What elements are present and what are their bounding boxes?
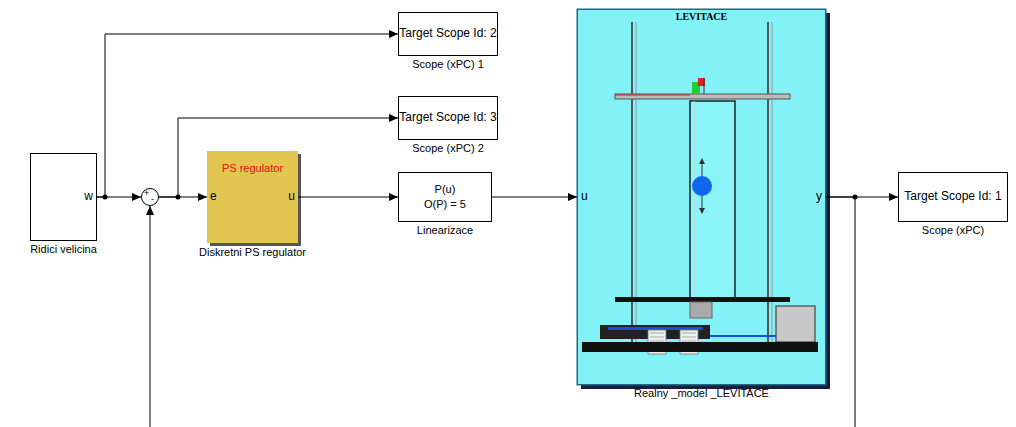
block-label: O(P) = 5: [424, 198, 466, 211]
block-label: Scope (xPC) 2: [412, 142, 484, 155]
block-label: Realny _model _LEVITACE: [634, 387, 769, 400]
block-label: Ridici velicina: [30, 243, 97, 256]
block-text: +: [144, 189, 149, 198]
signal-line: [159, 197, 207, 198]
scope-block: Target Scope Id: 1Scope (xPC): [898, 172, 1008, 222]
source-block: wRidici velicina: [30, 153, 97, 241]
signal-line: [492, 197, 577, 198]
scope-block: Target Scope Id: 2Scope (xPC) 1: [398, 12, 498, 56]
scope-block: Target Scope Id: 3Scope (xPC) 2: [398, 96, 498, 140]
block-label: y: [816, 190, 822, 204]
signal-line: [159, 118, 398, 197]
block-text: Target Scope Id: 3: [399, 111, 496, 125]
block-label: u: [581, 190, 588, 204]
block-text: Target Scope Id: 1: [904, 190, 1001, 204]
block-text: Target Scope Id: 2: [399, 27, 496, 41]
block-fill: [207, 151, 298, 243]
signal-line: [150, 197, 855, 427]
block-label: Diskretni PS regulator: [199, 246, 306, 259]
signal-line: [97, 197, 141, 198]
linearization-block: P(u)O(P) = 5Linearizace: [398, 172, 492, 222]
sum-junction: +-: [141, 188, 159, 206]
block-text: w: [84, 190, 93, 204]
block-label: -: [151, 195, 154, 204]
block-label: PS regulator: [222, 162, 283, 175]
block-label: Linearizace: [417, 224, 473, 237]
block-label: Scope (xPC): [922, 224, 984, 237]
panel-fill: [577, 9, 826, 385]
regulator-block: ePS regulatoruDiskretni PS regulator: [207, 151, 298, 243]
plant-model-block: LEVITACEuyRealny _model _LEVITACE: [577, 9, 826, 385]
block-text: LEVITACE: [676, 11, 728, 23]
signal-line: [97, 34, 398, 197]
block-text: P(u): [435, 183, 456, 196]
block-text: e: [210, 190, 217, 204]
levitation-model: [582, 22, 818, 354]
block-label: u: [288, 190, 295, 204]
signal-line: [298, 197, 398, 198]
block-label: Scope (xPC) 1: [412, 58, 484, 71]
